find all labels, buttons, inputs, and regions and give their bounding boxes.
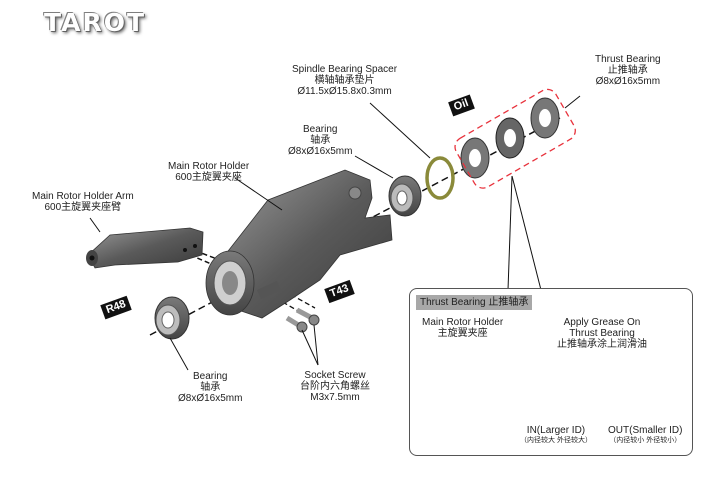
- bearing-top-label: Bearing 轴承 Ø8xØ16x5mm: [288, 124, 353, 157]
- main-rotor-holder-label: Main Rotor Holder 600主旋翼夹座: [168, 161, 250, 183]
- socket-screws: [285, 307, 320, 333]
- main-rotor-holder-arm: [86, 227, 204, 269]
- tarot-logo: TAROT: [44, 8, 147, 37]
- bearing-bottom-label: Bearing 轴承 Ø8xØ16x5mm: [178, 371, 243, 404]
- main-rotor-holder: [205, 169, 393, 319]
- thrust-bearing: [460, 97, 560, 179]
- callout-out-label: OUT(Smaller ID) （内径较小 外径较小）: [608, 425, 683, 444]
- thrust-bearing-callout: Thrust Bearing 止推轴承: [409, 288, 693, 456]
- spindle-bearing-spacer: [425, 156, 455, 200]
- callout-title: Thrust Bearing 止推轴承: [416, 295, 533, 310]
- callout-in-label: IN(Larger ID) （内径较大 外径较大）: [520, 425, 592, 444]
- socket-screw-label: Socket Screw 台阶内六角螺丝 M3x7.5mm: [300, 370, 370, 403]
- leader-lines: [89, 95, 581, 371]
- callout-grease-label: Apply Grease On Thrust Bearing 止推轴承涂上润滑油: [557, 317, 647, 350]
- bearing-bottom: [154, 296, 190, 340]
- thrust-bearing-highlight: [454, 88, 576, 189]
- spindle-spacer-label: Spindle Bearing Spacer 横轴轴承垫片 Ø11.5xØ15.…: [292, 64, 398, 97]
- main-rotor-holder-arm-label: Main Rotor Holder Arm 600主旋翼夹座臂: [32, 191, 134, 213]
- callout-holder-label: Main Rotor Holder 主旋翼夹座: [422, 317, 504, 339]
- thrust-bearing-label: Thrust Bearing 止推轴承 Ø8xØ16x5mm: [595, 54, 661, 87]
- bearing-top: [388, 175, 422, 217]
